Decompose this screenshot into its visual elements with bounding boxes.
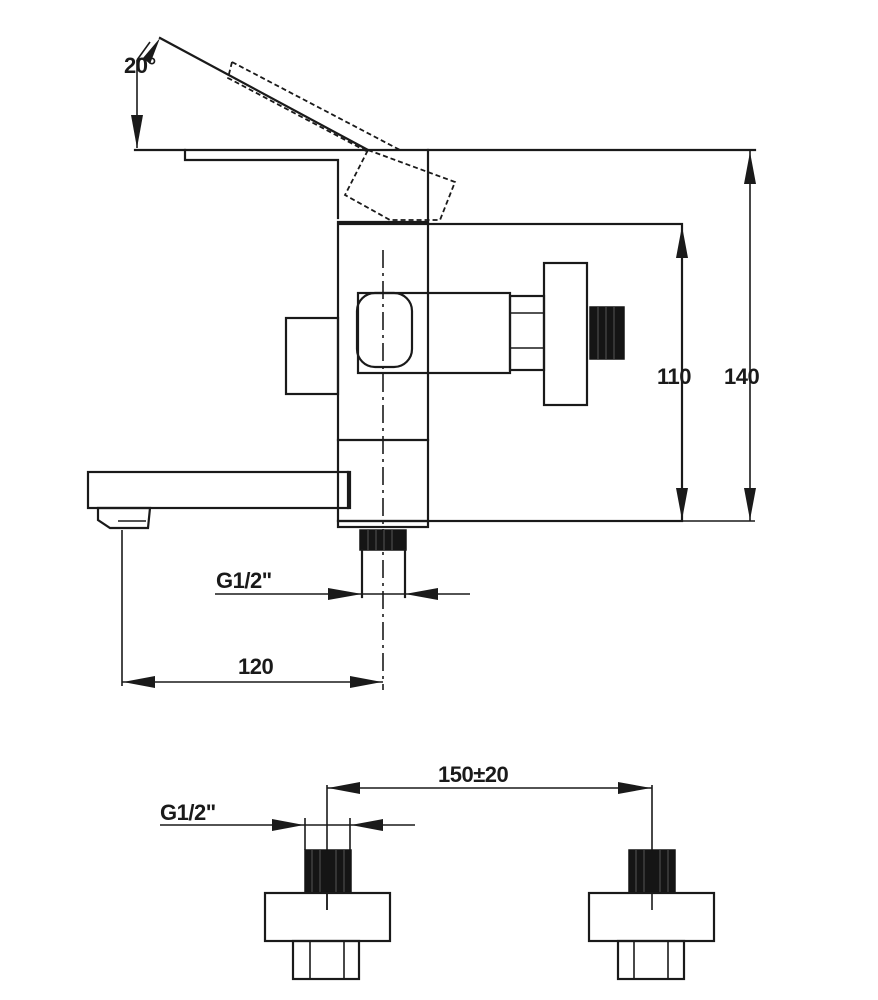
lever-base	[183, 148, 430, 224]
lever-angle-line	[158, 36, 370, 152]
thread-dimension-side: G1/2"	[215, 568, 470, 600]
left-connector	[263, 849, 392, 981]
height-dimension-140: 140	[682, 150, 760, 522]
front-view: 150±20 G1/2"	[160, 762, 716, 981]
spout	[86, 470, 352, 530]
thread-dimension-front: G1/2"	[160, 800, 415, 850]
reach-120-label: 120	[238, 654, 273, 679]
height-110-label: 110	[657, 364, 691, 389]
lever-angle-label: 20°	[124, 53, 156, 78]
side-view: 20°	[86, 36, 760, 690]
height-dimension-110: 110	[657, 224, 692, 521]
centers-label: 150±20	[438, 762, 509, 787]
right-connector	[587, 849, 716, 981]
wall-plate	[284, 316, 340, 396]
thread-front-label: G1/2"	[160, 800, 216, 825]
height-140-label: 140	[724, 364, 759, 389]
inlet-connection	[336, 519, 430, 599]
diverter-knob	[355, 261, 625, 407]
angle-dimension: 20°	[124, 38, 160, 148]
centers-dimension: 150±20	[326, 762, 653, 910]
thread-side-label: G1/2"	[216, 568, 272, 593]
lever-raised-dashed	[226, 61, 457, 221]
reach-dimension-120: 120	[121, 530, 383, 688]
